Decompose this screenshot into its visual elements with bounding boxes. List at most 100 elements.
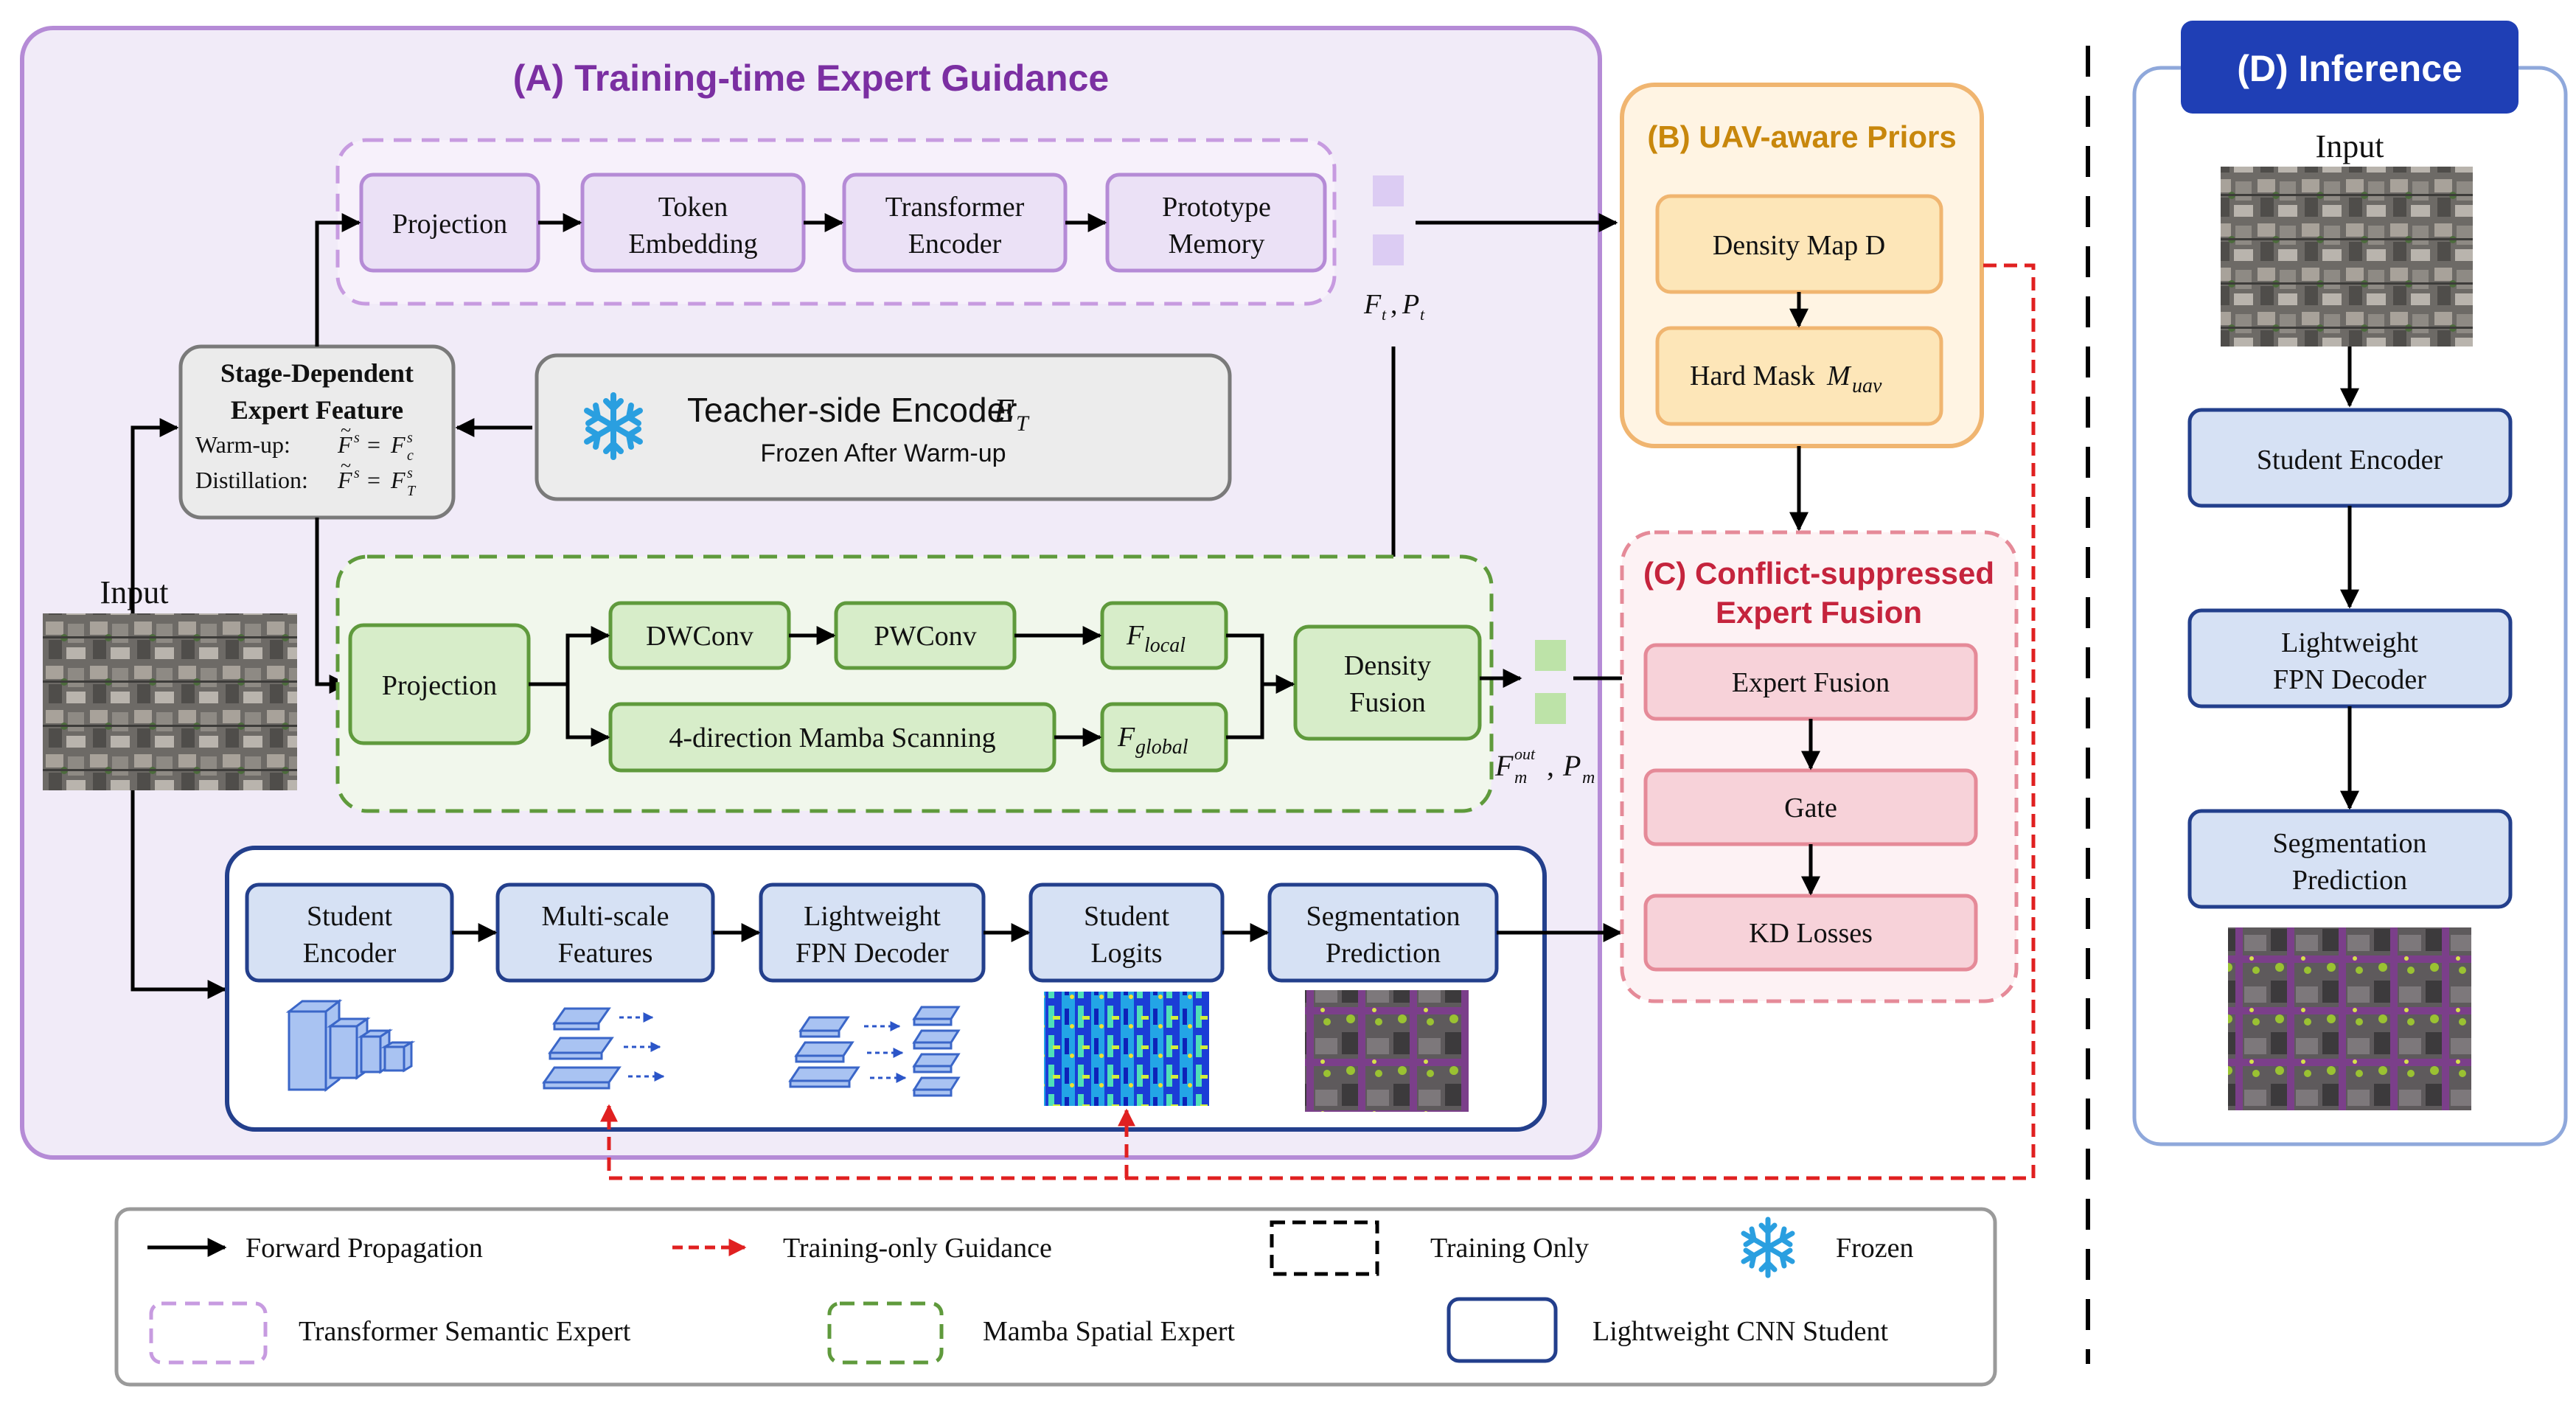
mamba-projection-label: Projection [382, 670, 497, 701]
svg-text:F: F [1363, 289, 1382, 320]
mamba-token-1 [1535, 640, 1566, 671]
legend-frozen-label: Frozen [1836, 1233, 1914, 1264]
svg-text:F: F [1117, 722, 1135, 753]
student-encoder-label-2: Encoder [303, 938, 397, 969]
distillation-formula: Distillation: F ~ s = F s T [195, 455, 417, 499]
legend-transformer-label: Transformer Semantic Expert [299, 1316, 631, 1347]
svg-text:T: T [1016, 411, 1030, 436]
svg-text:out: out [1514, 745, 1536, 763]
svg-text:P: P [1562, 749, 1581, 782]
warmup-formula: Warm-up: F ~ s = F s c [195, 419, 414, 464]
svg-text:s: s [407, 430, 413, 446]
svg-text:T: T [407, 483, 417, 499]
multiscale-label-1: Multi-scale [541, 901, 669, 932]
legend-cnn-label: Lightweight CNN Student [1592, 1316, 1889, 1347]
student-encoder-label-1: Student [307, 901, 393, 932]
section-a-title: (A) Training-time Expert Guidance [513, 58, 1109, 99]
training-guidance-arrow-multiscale [600, 263, 2036, 1180]
stage-title-2: Expert Feature [231, 395, 403, 425]
legend-forward-label: Forward Propagation [246, 1233, 483, 1264]
section-c-title-2: Expert Fusion [1716, 595, 1922, 630]
gate-label: Gate [1784, 793, 1837, 824]
svg-text:F: F [337, 467, 352, 493]
svg-text:s: s [354, 430, 360, 446]
merge-line-local-global [1226, 633, 1264, 739]
transformer-token-2 [1373, 234, 1404, 265]
legend-cnn-box [1447, 1297, 1558, 1363]
legend-training-only-label: Training Only [1430, 1233, 1589, 1264]
stage-title-1: Stage-Dependent [220, 358, 414, 388]
fpn-label-2: FPN Decoder [796, 938, 949, 969]
arrow-input-to-student [130, 790, 227, 999]
inference-fpn-label-2: FPN Decoder [2273, 664, 2426, 695]
hard-mask-label: Hard Mask M uav [1690, 361, 1882, 397]
svg-text:F: F [390, 467, 405, 493]
section-c-title-1: (C) Conflict-suppressed [1643, 556, 1994, 591]
legend-box [114, 1207, 1997, 1387]
svg-text:local: local [1144, 634, 1186, 657]
token-embedding-label-2: Embedding [628, 229, 757, 260]
svg-text:s: s [354, 465, 360, 481]
prototype-memory-box [1105, 173, 1327, 273]
legend-mamba-label: Mamba Spatial Expert [983, 1316, 1235, 1347]
svg-text:m: m [1582, 768, 1595, 787]
mamba-token-2 [1535, 693, 1566, 724]
layers-icon [542, 1007, 665, 1090]
svg-text:t: t [1382, 305, 1387, 324]
inference-input-image [2221, 167, 2473, 347]
svg-text:F: F [390, 431, 405, 458]
seg-label-1: Segmentation [1306, 901, 1461, 932]
svg-text:,: , [1547, 749, 1554, 782]
mamba-scanning-label: 4-direction Mamba Scanning [669, 723, 995, 753]
transformer-token-1 [1373, 175, 1404, 206]
density-fusion-label-1: Density [1344, 650, 1431, 681]
svg-text:,: , [1390, 289, 1398, 320]
density-fusion-label-2: Fusion [1349, 687, 1425, 718]
legend-training-guidance-label: Training-only Guidance [783, 1233, 1052, 1264]
snowflake-icon [584, 392, 643, 460]
transformer-encoder-label-1: Transformer [885, 192, 1025, 223]
svg-text:=: = [367, 467, 380, 493]
multiscale-label-2: Features [558, 938, 653, 969]
svg-text:Warm-up:: Warm-up: [195, 431, 290, 458]
legend-training-only-box [1270, 1220, 1379, 1276]
section-d-title-badge [2181, 21, 2518, 114]
section-b-title: (B) UAV-aware Priors [1647, 119, 1956, 154]
pwconv-label: PWConv [874, 621, 976, 652]
segmentation-image [1305, 990, 1469, 1112]
svg-text:F: F [1126, 620, 1144, 651]
svg-text:c: c [407, 448, 414, 464]
svg-text:global: global [1135, 736, 1188, 759]
arrow-to-dwconv [565, 626, 610, 684]
expert-fusion-label: Expert Fusion [1732, 667, 1890, 698]
kd-losses-box [1643, 894, 1978, 972]
inference-encoder-label: Student Encoder [2257, 445, 2443, 476]
svg-text:uav: uav [1852, 375, 1882, 397]
fpn-label-1: Lightweight [804, 901, 941, 932]
inference-seg-label-2: Prediction [2292, 865, 2407, 896]
svg-text:F: F [337, 431, 352, 458]
f-local-label: F local [1126, 620, 1186, 657]
ft-pt-label: F t , P t [1363, 289, 1425, 324]
f-global-label: F global [1117, 722, 1188, 759]
cube-stack-icon [285, 998, 416, 1093]
svg-text:E: E [993, 391, 1014, 429]
inference-input-label: Input [2316, 128, 2384, 164]
seg-label-2: Prediction [1326, 938, 1441, 969]
transformer-encoder-label-2: Encoder [908, 229, 1002, 260]
logits-label-2: Logits [1090, 938, 1162, 969]
svg-text:t: t [1420, 305, 1425, 324]
density-map-label: Density Map D [1713, 230, 1885, 261]
svg-text:m: m [1514, 768, 1527, 787]
svg-text:Hard Mask: Hard Mask [1690, 361, 1815, 391]
density-fusion-box [1293, 624, 1482, 741]
legend-snowflake-icon [1741, 1216, 1795, 1278]
fm-pm-label: F out m , P m [1494, 745, 1595, 787]
teacher-encoder-box [535, 353, 1232, 501]
hard-mask-box [1655, 326, 1943, 426]
inference-segmentation-image [2228, 927, 2471, 1110]
arrow-input-to-stage [130, 418, 179, 613]
svg-text:Teacher-side Encoder: Teacher-side Encoder [687, 391, 1017, 429]
logits-heatmap-image [1044, 992, 1209, 1106]
